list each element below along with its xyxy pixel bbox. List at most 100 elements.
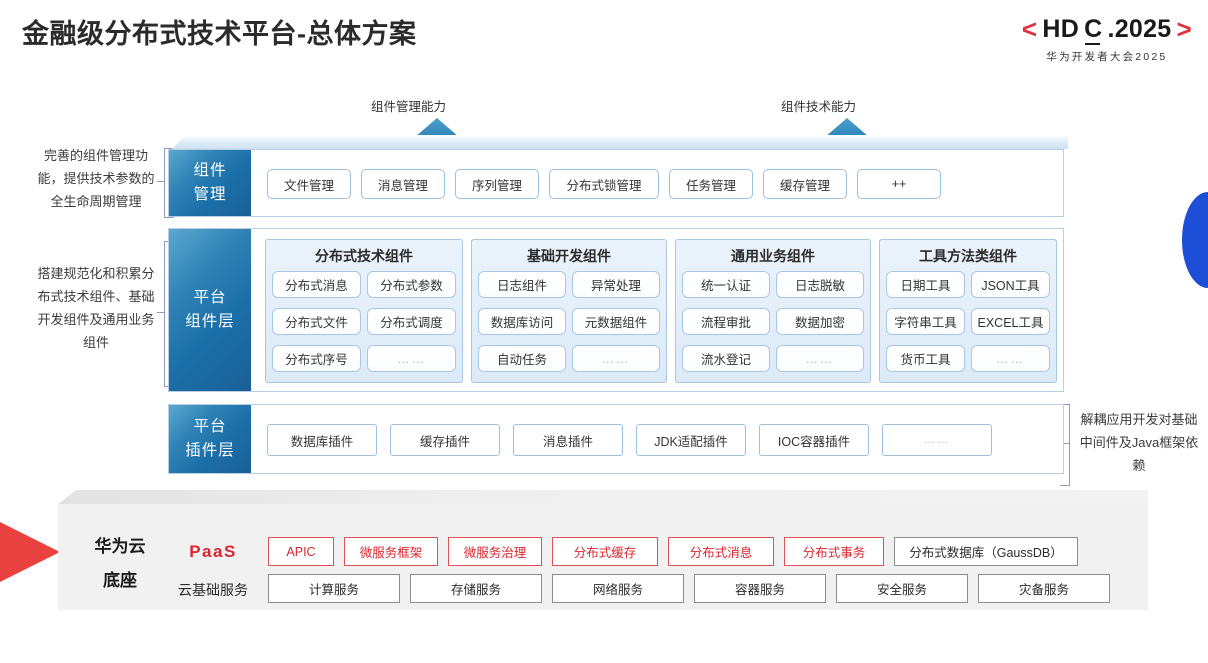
group-general-business-components: 通用业务组件 统一认证 日志脱敏 流程审批 数据加密 流水登记 ……	[675, 239, 871, 383]
base-body: 华为云 底座 PaaS APIC 微服务框架 微服务治理 分布式缓存 分布式消息…	[58, 504, 1148, 610]
bbox-distributed-cache[interactable]: 分布式缓存	[552, 537, 658, 566]
cell-date-tool[interactable]: 日期工具	[886, 271, 965, 298]
cell-distributed-parameter[interactable]: 分布式参数	[367, 271, 456, 298]
bbox-microservice-governance[interactable]: 微服务治理	[448, 537, 542, 566]
group-title: 基础开发组件	[527, 248, 611, 264]
cell-excel-tool[interactable]: EXCEL工具	[971, 308, 1050, 335]
group-tool-method-components: 工具方法类组件 日期工具 JSON工具 字符串工具 EXCEL工具 货币工具 ……	[879, 239, 1057, 383]
note-left-bottom: 搭建规范化和积累分布式技术组件、基础开发组件及通用业务组件	[37, 266, 155, 350]
bracket-right	[1060, 404, 1070, 486]
hdc-text-rest: .2025	[1107, 15, 1172, 43]
bracket-tick-left-bottom	[157, 312, 164, 314]
bbox-disaster-recovery-service[interactable]: 灾备服务	[978, 574, 1110, 603]
group-cells: 分布式消息 分布式参数 分布式文件 分布式调度 分布式序号 ……	[272, 271, 456, 377]
group-cells: 日志组件 异常处理 数据库访问 元数据组件 自动任务 ……	[478, 271, 660, 377]
pill-ioc-container-plugin[interactable]: IOC容器插件	[759, 424, 869, 456]
pill-task-management[interactable]: 任务管理	[669, 169, 753, 199]
layer-label-line1: 平台	[193, 289, 227, 306]
cell-more-2[interactable]: ……	[572, 345, 660, 372]
bracket-tick-left-top	[157, 181, 164, 183]
bbox-security-service[interactable]: 安全服务	[836, 574, 968, 603]
group-title: 工具方法类组件	[919, 248, 1017, 264]
pill-add-more[interactable]: ++	[857, 169, 941, 199]
hdc-text-hd: HD	[1042, 15, 1080, 43]
bbox-distributed-message[interactable]: 分布式消息	[668, 537, 774, 566]
cell-more-3[interactable]: ……	[776, 345, 864, 372]
hdc-logo-subtitle: 华为开发者大会2025	[1046, 51, 1168, 63]
pill-jdk-adapter-plugin[interactable]: JDK适配插件	[636, 424, 746, 456]
cell-distributed-message[interactable]: 分布式消息	[272, 271, 361, 298]
cell-more-1[interactable]: ……	[367, 345, 456, 372]
angle-bracket-left-icon: <	[1021, 14, 1038, 44]
bbox-network-service[interactable]: 网络服务	[552, 574, 684, 603]
cell-transaction-record[interactable]: 流水登记	[682, 345, 770, 372]
cell-string-tool[interactable]: 字符串工具	[886, 308, 965, 335]
cell-auto-task[interactable]: 自动任务	[478, 345, 566, 372]
bbox-microservice-framework[interactable]: 微服务框架	[344, 537, 438, 566]
arrow-label-component-technology: 组件技术能力	[781, 100, 857, 114]
page-title: 金融级分布式技术平台-总体方案	[22, 19, 417, 49]
base-huawei-cloud: 华为云 底座 PaaS APIC 微服务框架 微服务治理 分布式缓存 分布式消息…	[58, 490, 1148, 610]
bbox-storage-service[interactable]: 存储服务	[410, 574, 542, 603]
cell-database-access[interactable]: 数据库访问	[478, 308, 566, 335]
cell-log-component[interactable]: 日志组件	[478, 271, 566, 298]
component-management-bevel	[172, 135, 1068, 149]
cell-log-desensitization[interactable]: 日志脱敏	[776, 271, 864, 298]
group-basic-development-components: 基础开发组件 日志组件 异常处理 数据库访问 元数据组件 自动任务 ……	[471, 239, 667, 383]
cell-distributed-sequence[interactable]: 分布式序号	[272, 345, 361, 372]
cell-currency-tool[interactable]: 货币工具	[886, 345, 965, 372]
base-bevel	[58, 490, 1148, 504]
group-cells: 日期工具 JSON工具 字符串工具 EXCEL工具 货币工具 ……	[886, 271, 1050, 377]
pill-message-management[interactable]: 消息管理	[361, 169, 445, 199]
blue-lens-decoration	[1182, 192, 1208, 288]
base-title-line2: 底座	[103, 571, 137, 590]
cell-more-4[interactable]: ……	[971, 345, 1050, 372]
layer-label-platform-plugin: 平台 插件层	[169, 405, 251, 473]
layer-label-line2: 组件层	[185, 313, 235, 330]
note-right: 解耦应用开发对基础中间件及Java框架依赖	[1079, 412, 1199, 473]
base-row-label-cloud-services: 云基础服务	[178, 582, 248, 598]
pill-cache-management[interactable]: 缓存管理	[763, 169, 847, 199]
pill-cache-plugin[interactable]: 缓存插件	[390, 424, 500, 456]
pill-file-management[interactable]: 文件管理	[267, 169, 351, 199]
group-distributed-technology-components: 分布式技术组件 分布式消息 分布式参数 分布式文件 分布式调度 分布式序号 ……	[265, 239, 463, 383]
bracket-tick-right	[1062, 443, 1069, 445]
base-title-line1: 华为云	[94, 537, 146, 556]
pill-sequence-management[interactable]: 序列管理	[455, 169, 539, 199]
hdc-text-c: C	[1084, 15, 1103, 45]
component-management-items: 文件管理 消息管理 序列管理 分布式锁管理 任务管理 缓存管理 ++	[267, 169, 941, 199]
layer-label-line1: 平台	[193, 418, 227, 435]
pill-message-plugin[interactable]: 消息插件	[513, 424, 623, 456]
layer-label-line1: 组件	[193, 162, 227, 179]
pill-plugin-more[interactable]: ……	[882, 424, 992, 456]
red-wedge-decoration	[0, 508, 60, 596]
cell-process-approval[interactable]: 流程审批	[682, 308, 770, 335]
bbox-apic[interactable]: APIC	[268, 537, 334, 566]
layer-component-management: 组件 管理 文件管理 消息管理 序列管理 分布式锁管理 任务管理 缓存管理 ++	[168, 149, 1064, 217]
layer-platform-plugin: 平台 插件层 数据库插件 缓存插件 消息插件 JDK适配插件 IOC容器插件 ……	[168, 404, 1064, 474]
layer-label-platform-component: 平台 组件层	[169, 229, 251, 391]
group-cells: 统一认证 日志脱敏 流程审批 数据加密 流水登记 ……	[682, 271, 864, 377]
cell-distributed-schedule[interactable]: 分布式调度	[367, 308, 456, 335]
base-row-paas-items: APIC 微服务框架 微服务治理 分布式缓存 分布式消息 分布式事务 分布式数据…	[268, 537, 1078, 566]
bbox-distributed-database-gaussdb[interactable]: 分布式数据库（GaussDB）	[894, 537, 1078, 566]
cell-json-tool[interactable]: JSON工具	[971, 271, 1050, 298]
pill-database-plugin[interactable]: 数据库插件	[267, 424, 377, 456]
pill-distributed-lock-management[interactable]: 分布式锁管理	[549, 169, 659, 199]
bracket-left-top	[164, 148, 174, 218]
cell-distributed-file[interactable]: 分布式文件	[272, 308, 361, 335]
cell-unified-authentication[interactable]: 统一认证	[682, 271, 770, 298]
bbox-distributed-transaction[interactable]: 分布式事务	[784, 537, 884, 566]
bbox-container-service[interactable]: 容器服务	[694, 574, 826, 603]
note-left-top: 完善的组件管理功能，提供技术参数的全生命周期管理	[37, 148, 155, 209]
bbox-compute-service[interactable]: 计算服务	[268, 574, 400, 603]
cell-exception-handling[interactable]: 异常处理	[572, 271, 660, 298]
cell-data-encryption[interactable]: 数据加密	[776, 308, 864, 335]
cell-metadata-component[interactable]: 元数据组件	[572, 308, 660, 335]
base-row-label-paas: PaaS	[189, 542, 237, 561]
arrow-label-component-management: 组件管理能力	[371, 100, 447, 114]
layer-label-component-management: 组件 管理	[169, 150, 251, 216]
platform-plugin-items: 数据库插件 缓存插件 消息插件 JDK适配插件 IOC容器插件 ……	[267, 424, 992, 456]
